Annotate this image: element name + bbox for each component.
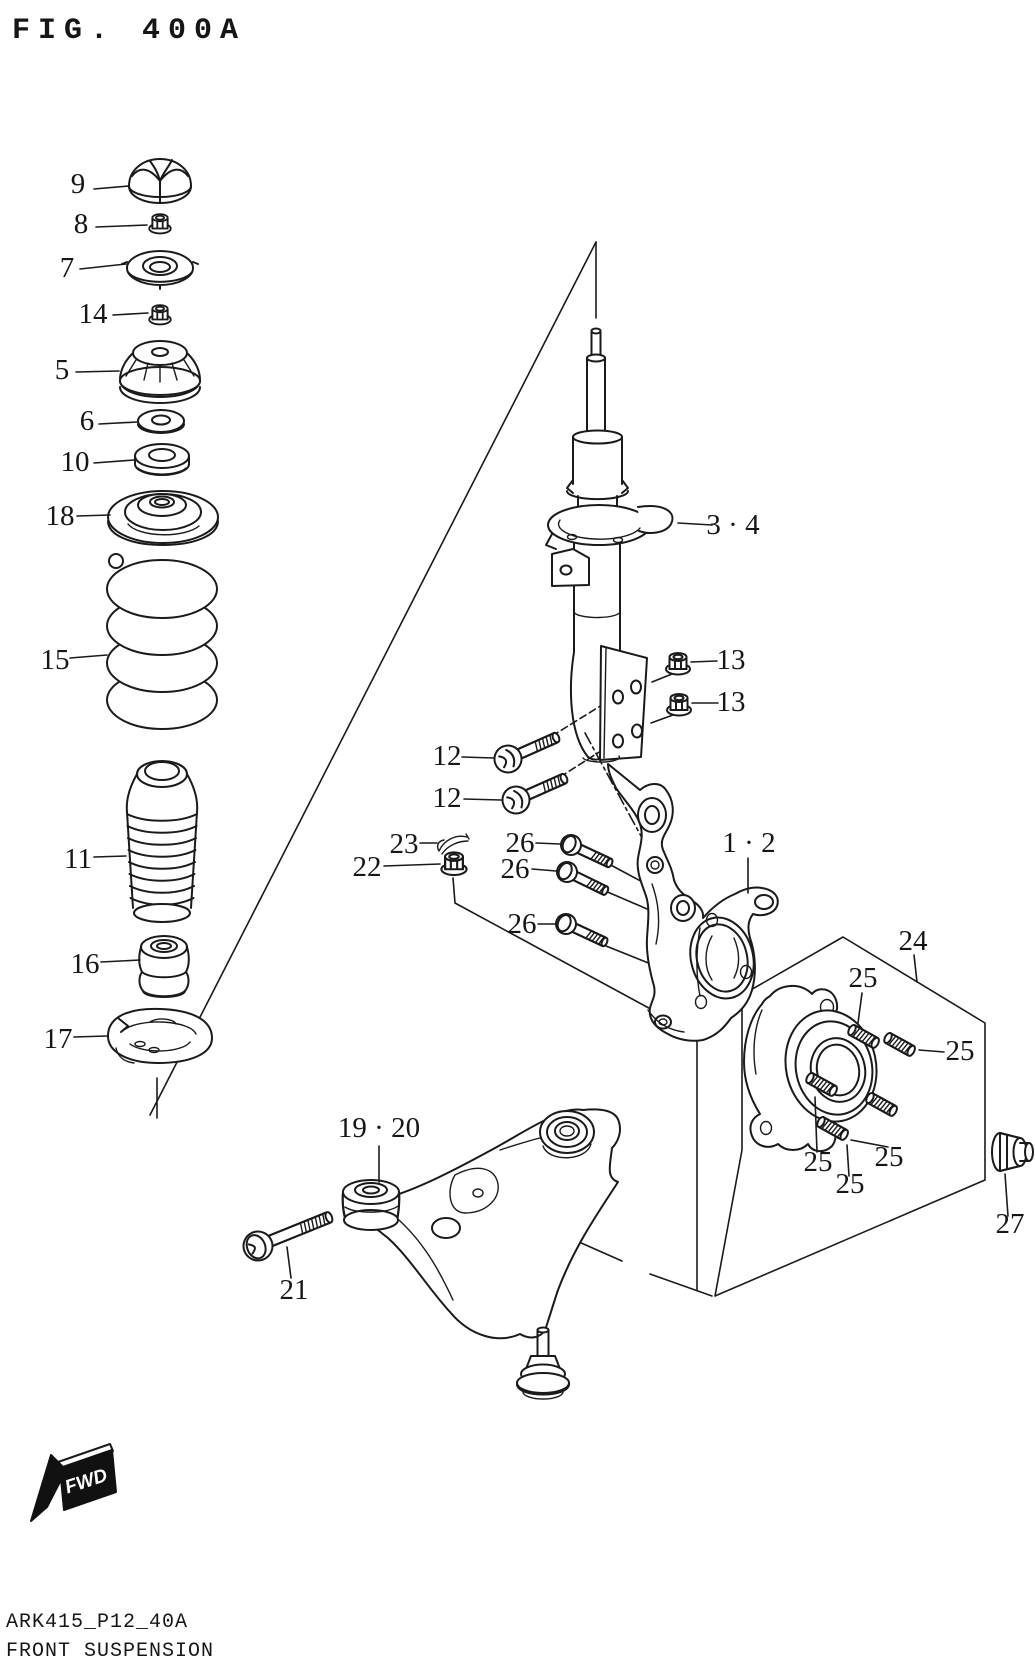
callout-25c: 25	[804, 1146, 833, 1178]
part-23-clip	[436, 833, 470, 855]
part-12-bolts	[489, 723, 574, 819]
callout-24: 24	[899, 925, 929, 957]
drawing-name: FRONT SUSPENSION	[6, 1640, 214, 1660]
part-16-bump-stopper	[138, 935, 190, 998]
callout-18: 18	[46, 500, 75, 532]
callout-23: 23	[390, 828, 419, 860]
callout-21: 21	[280, 1274, 309, 1306]
part-19-20-control-arm	[364, 1108, 622, 1340]
callout-9: 9	[71, 168, 86, 200]
callout-26b: 26	[501, 853, 530, 885]
part-3-4-strut-assembly	[545, 327, 674, 763]
callout-8: 8	[74, 208, 89, 240]
callout-11: 11	[64, 843, 92, 875]
control-arm-rear-bushing	[341, 1179, 401, 1231]
part-5-strut-mount	[119, 340, 201, 404]
callout-1-2: 1 · 2	[722, 827, 775, 859]
callout-25b: 25	[946, 1035, 975, 1067]
callout-17: 17	[44, 1023, 73, 1055]
callout-3-4: 3 · 4	[706, 509, 760, 541]
part-22-nut	[440, 851, 468, 877]
fwd-direction-marker: FWD	[30, 1443, 117, 1522]
callout-27: 27	[996, 1208, 1025, 1240]
callout-5: 5	[55, 354, 70, 386]
callout-25e: 25	[836, 1168, 865, 1200]
part-26-bolts	[551, 830, 618, 954]
callout-25d: 25	[875, 1141, 904, 1173]
part-17-spring-seat-lower	[107, 1007, 213, 1064]
callout-13b: 13	[717, 686, 746, 718]
drawing-code: ARK415_P12_40A	[6, 1611, 188, 1634]
callout-6: 6	[80, 405, 95, 437]
part-13-nuts	[665, 652, 692, 717]
part-15-coil-spring	[106, 553, 218, 730]
part-9-strut-cap	[128, 158, 192, 204]
callout-10: 10	[61, 446, 90, 478]
callout-15: 15	[41, 644, 70, 676]
callout-22: 22	[353, 851, 382, 883]
callout-26a: 26	[506, 827, 535, 859]
callout-12b: 12	[433, 782, 462, 814]
figure-title: FIG. 400A	[12, 14, 246, 48]
part-7-bearing-support	[121, 250, 199, 290]
callout-19-20: 19 · 20	[338, 1112, 420, 1144]
callout-26c: 26	[508, 908, 537, 940]
part-8-nut	[148, 213, 172, 235]
callout-labels: 9 8 7 14 5 6 10 18 15 11 16 17 3 · 4 13 …	[41, 168, 1025, 1306]
callout-leader-lines	[69, 185, 1009, 1279]
part-10-bearing	[134, 443, 190, 476]
part-27-hub-nut	[991, 1132, 1034, 1172]
part-6-washer	[137, 409, 185, 434]
part-14-nut	[148, 304, 172, 326]
part-11-dust-boot	[125, 760, 199, 923]
callout-25a: 25	[849, 962, 878, 994]
control-arm-ball-joint	[516, 1326, 570, 1400]
callout-13a: 13	[717, 644, 746, 676]
callout-16: 16	[71, 948, 100, 980]
part-18-spring-seat-upper	[107, 490, 219, 546]
callout-12a: 12	[433, 740, 462, 772]
callout-7: 7	[60, 252, 75, 284]
part-1-2-steering-knuckle	[607, 763, 779, 1042]
callout-14: 14	[79, 298, 109, 330]
